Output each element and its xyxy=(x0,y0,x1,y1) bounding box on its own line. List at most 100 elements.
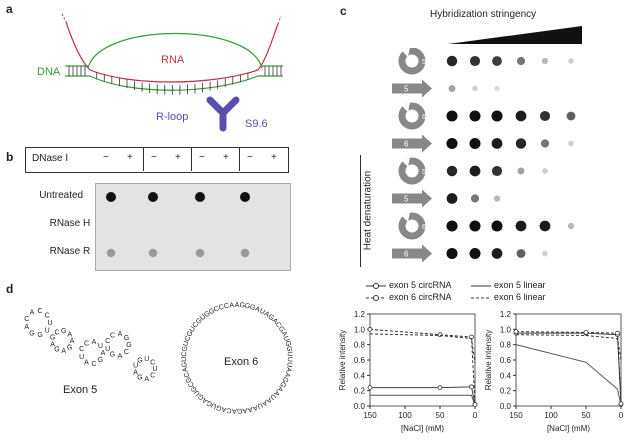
dnase-separator xyxy=(239,147,240,171)
exon6-nucleotide: A xyxy=(275,385,284,393)
stringency-dot xyxy=(491,248,503,259)
dna-strand-bottom xyxy=(65,75,283,91)
stringency-dot xyxy=(446,220,458,232)
series-point xyxy=(618,401,624,407)
y-tick-label: 0.8 xyxy=(354,341,366,350)
stringency-dot xyxy=(446,193,458,204)
exon5-nucleotide: G xyxy=(137,357,142,364)
panel-letter-c: c xyxy=(340,4,347,18)
stringency-dot xyxy=(515,110,527,122)
exon6-nucleotide: U xyxy=(268,392,276,401)
exon5-nucleotide: U xyxy=(45,328,50,335)
dnase-separator xyxy=(143,147,144,171)
exon6-nucleotide: U xyxy=(258,308,266,317)
stringency-dot xyxy=(517,167,525,175)
exon6-nucleotide: A xyxy=(235,302,240,309)
stringency-wedge xyxy=(448,26,582,44)
blot-dot xyxy=(148,192,158,202)
y-tick-label: 0.6 xyxy=(500,356,512,365)
blot-dot xyxy=(106,192,116,202)
exon6-nucleotide: A xyxy=(201,395,209,404)
exon5-nucleotide: C xyxy=(91,361,96,368)
exon6-nucleotide: G xyxy=(281,376,290,384)
exon6-nucleotide: G xyxy=(237,407,243,414)
legend-label: exon 5 linear xyxy=(494,280,546,290)
stringency-dot xyxy=(446,165,458,177)
series-point xyxy=(367,326,373,332)
exon6-nucleotide: G xyxy=(283,340,291,347)
exon6-nucleotide: G xyxy=(215,403,223,411)
stringency-dot xyxy=(491,110,503,122)
exon6-label: Exon 6 xyxy=(224,356,259,368)
exon5-nucleotide: U xyxy=(98,343,103,350)
y-tick-label: 1.2 xyxy=(500,310,512,319)
blot-dot xyxy=(240,192,250,202)
series-line xyxy=(515,334,622,361)
blot-dot xyxy=(195,248,205,258)
exon5-nucleotide: G xyxy=(67,344,72,351)
blot-dot xyxy=(148,248,158,258)
stringency-dot xyxy=(469,247,481,260)
stringency-dot xyxy=(469,137,481,150)
linear-rna-icon: 5 xyxy=(392,189,432,208)
exon6-nucleotide: A xyxy=(254,305,261,313)
rloop-label: R-loop xyxy=(156,111,189,123)
exon6-nucleotide: C xyxy=(187,380,196,388)
exon5-nucleotide: C xyxy=(45,312,50,319)
exon6-nucleotide: G xyxy=(239,302,245,310)
x-tick-label: 100 xyxy=(544,411,558,420)
exon6-nucleotide: A xyxy=(264,396,272,405)
exon5-nucleotide: A xyxy=(133,369,138,376)
x-tick-label: 150 xyxy=(509,411,523,420)
exon6-nucleotide: U xyxy=(286,357,293,362)
stringency-dot xyxy=(491,220,503,232)
blot-dot xyxy=(195,192,205,202)
exon6-nucleotide: G xyxy=(181,346,189,353)
y-tick-label: 0.6 xyxy=(354,356,366,365)
dnase-sign: − xyxy=(199,152,205,163)
svg-text:5: 5 xyxy=(404,85,409,94)
exon5-nucleotide: C xyxy=(150,372,155,379)
exon5-nucleotide: A xyxy=(118,353,123,360)
dna-label: DNA xyxy=(37,66,61,78)
exon5-nucleotide: U xyxy=(79,354,84,361)
exon6-nucleotide: A xyxy=(260,399,268,408)
stringency-dot xyxy=(566,111,576,121)
linear-rna-icon: 5 xyxy=(392,79,432,98)
antibody-label: S9.6 xyxy=(245,118,268,130)
circrna-icon: 6 xyxy=(398,102,426,130)
exon6-nucleotide: U xyxy=(285,362,293,368)
stringency-dot xyxy=(469,220,481,232)
x-tick-label: 50 xyxy=(582,411,591,420)
panel-letter-b: b xyxy=(6,150,14,164)
series-line xyxy=(515,331,622,404)
exon5-nucleotide: U xyxy=(47,320,52,327)
svg-text:6: 6 xyxy=(404,140,409,149)
exon5-nucleotide: G xyxy=(50,335,55,342)
circrna-icon: 5 xyxy=(398,157,426,185)
stringency-membrane xyxy=(439,48,589,270)
series-line xyxy=(516,332,622,405)
exon5-nucleotide: G xyxy=(61,328,66,335)
series-line xyxy=(369,328,476,405)
blot-dot xyxy=(106,248,116,258)
dnase-sign: + xyxy=(175,152,181,163)
exon6-nucleotide: C xyxy=(213,305,220,313)
stringency-dot xyxy=(539,220,551,232)
exon6-nucleotide: C xyxy=(183,371,191,378)
exon5-nucleotide: G xyxy=(54,347,59,354)
exon5-nucleotide: A xyxy=(50,341,55,348)
stringency-dot xyxy=(515,220,527,232)
stringency-dot xyxy=(491,165,503,177)
exon6-nucleotide: A xyxy=(263,310,271,319)
exon5-nucleotide: C xyxy=(105,338,110,345)
exon6-nucleotide: A xyxy=(229,302,235,309)
dnase-sign: + xyxy=(271,152,277,163)
exon5-nucleotide: A xyxy=(70,338,75,345)
linear-rna-icon: 6 xyxy=(392,134,432,153)
stringency-dot xyxy=(469,110,481,122)
exon5-nucleotide: C xyxy=(84,340,89,347)
exon6-nucleotide: G xyxy=(249,304,256,312)
